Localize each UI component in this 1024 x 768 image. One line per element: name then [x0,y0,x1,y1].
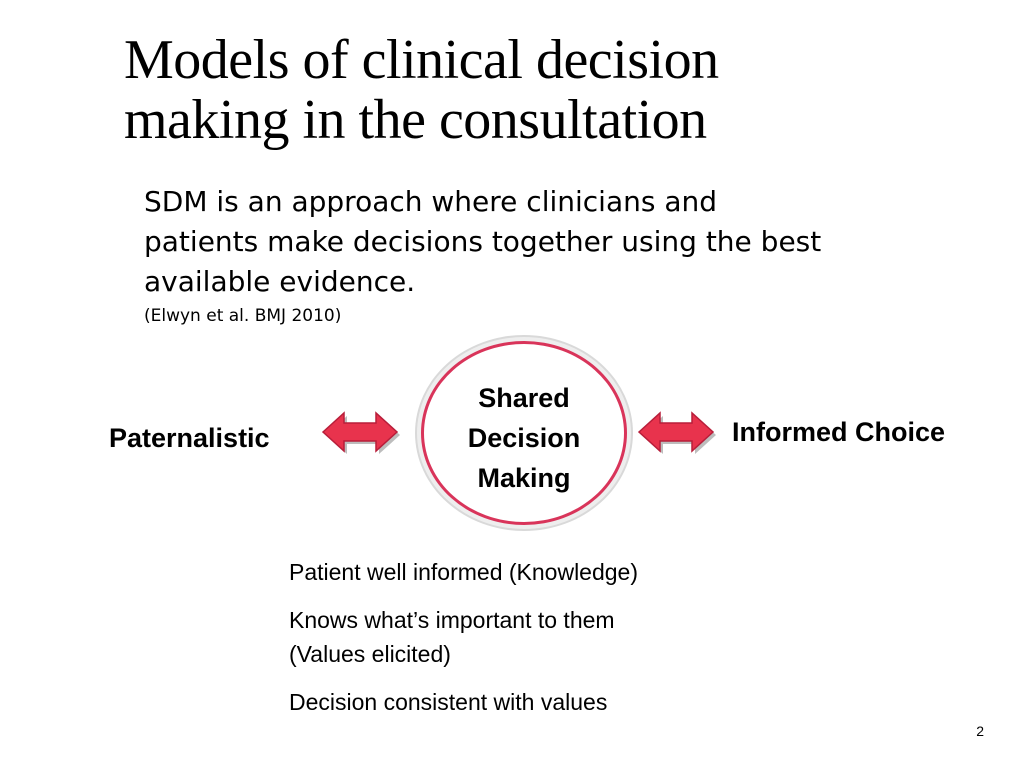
informed-choice-label: Informed Choice [732,417,946,447]
point-line: Knows what’s important to them [289,607,615,633]
definition-line: patients make decisions together using t… [144,225,822,258]
list-item: Patient well informed (Knowledge) [289,555,849,589]
citation: (Elwyn et al. BMJ 2010) [144,306,342,326]
title-line: making in the consultation [124,89,707,151]
paternalistic-label: Paternalistic [109,423,270,453]
point-line: (Values elicited) [289,641,451,667]
sdm-definition: SDM is an approach where clinicians and … [144,182,974,302]
list-item: Decision consistent with values [289,685,849,719]
circle-text-line: Making [477,463,571,493]
definition-line: available evidence. [144,265,416,298]
point-line: Decision consistent with values [289,689,608,715]
slide-title: Models of clinical decision making in th… [124,30,984,150]
shared-decision-making-label: Shared Decision Making [421,378,627,498]
sdm-circle [421,341,627,525]
page-number: 2 [976,723,984,739]
double-arrow-icon [637,411,716,454]
sdm-points-list: Patient well informed (Knowledge) Knows … [289,555,849,733]
double-arrow-icon [321,411,400,454]
definition-line: SDM is an approach where clinicians and [144,185,718,218]
title-line: Models of clinical decision [124,29,719,91]
point-line: Patient well informed (Knowledge) [289,559,639,585]
circle-text-line: Decision [467,423,581,453]
list-item: Knows what’s important to them (Values e… [289,603,849,671]
circle-text-line: Shared [478,383,570,413]
